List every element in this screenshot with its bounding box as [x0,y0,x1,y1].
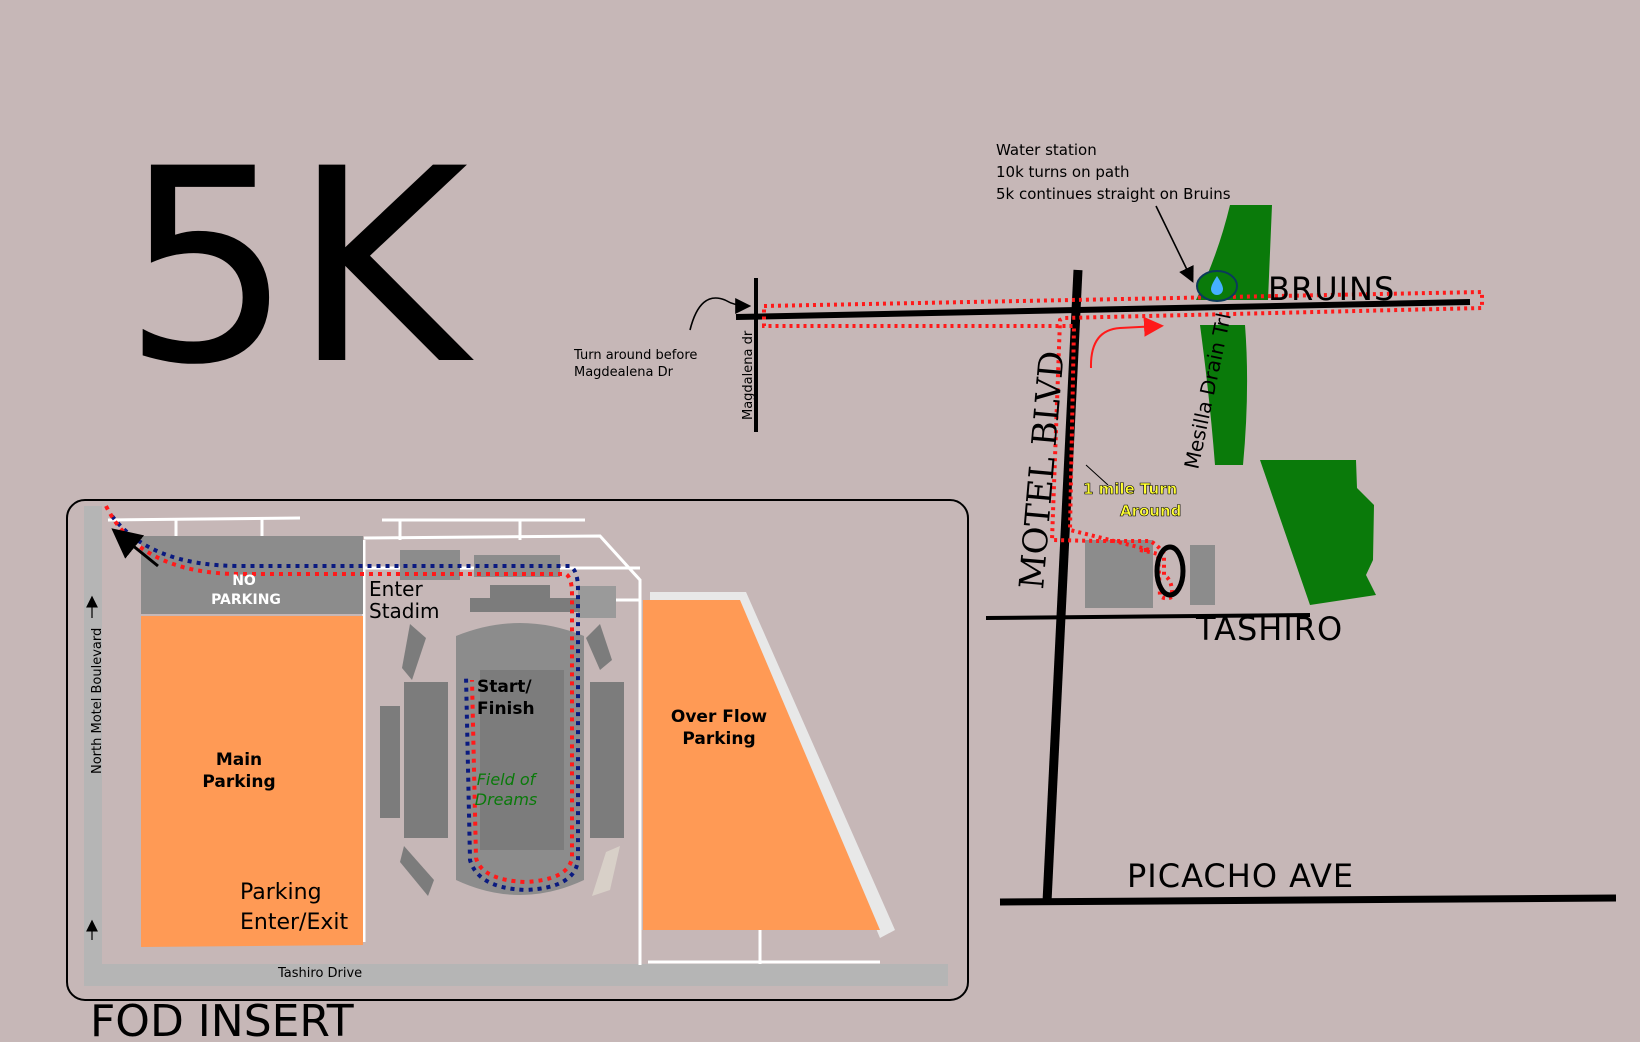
water-station-note: Water station 10k turns on path 5k conti… [996,141,1231,203]
enter-stadium-label-2: Stadim [369,599,440,623]
picacho-label: PICACHO AVE [1127,857,1354,895]
field-label-2: Dreams [475,790,537,809]
mile-callout-line [1085,464,1109,486]
overflow-parking-outline [650,592,895,938]
tashiro-drive-road [84,964,948,986]
main-parking-label-2: Parking [202,772,275,792]
magdalena-label: Magdalena dr [741,330,756,420]
svg-text:Magdealena Dr: Magdealena Dr [574,365,674,380]
parking-enter-exit-label-1: Parking [240,880,322,905]
route-5k [762,289,1484,601]
enter-stadium-label-1: Enter [369,577,423,601]
building-school-b [1190,545,1215,605]
overflow-parking-lot [643,600,880,930]
field-label-1: Field of [477,770,538,789]
arrow-icon [1089,316,1164,369]
tashiro-drive-label: Tashiro Drive [277,966,362,981]
svg-text:1 mile Turn: 1 mile Turn [1083,480,1177,498]
fod-insert: NO PARKING Enter Stadim Start/ Finish Fi… [66,499,969,1001]
motel-blvd-road [1042,269,1083,903]
insert-frame [66,499,969,1001]
bruins-label: BRUINS [1268,270,1395,308]
svg-text:Water station: Water station [996,141,1097,159]
bruins-road [735,299,1471,320]
insert-title: FOD INSERT [90,996,354,1042]
svg-text:5k continues straight on Bruin: 5k continues straight on Bruins [996,185,1231,203]
main-parking-label-1: Main [216,750,262,770]
green-area-east [1260,460,1376,605]
turnaround-oval [1154,544,1186,598]
svg-text:10k turns on path: 10k turns on path [996,163,1129,181]
north-motel-blvd-road [84,506,102,986]
start-finish-label-2: Finish [477,699,535,719]
svg-text:Turn around before: Turn around before [573,348,697,363]
route-insert-red [104,505,574,885]
green-area-middle [1200,325,1248,465]
svg-text:Around: Around [1120,502,1181,520]
overflow-parking-label-2: Parking [682,729,755,749]
water-drop-icon [1196,270,1238,302]
no-parking-label-2: PARKING [211,592,281,608]
parking-enter-exit-label-2: Enter/Exit [240,910,348,935]
race-title: 5K [122,112,477,424]
mile-turnaround-note: 1 mile Turn Around [1083,480,1182,521]
start-finish-label-1: Start/ [477,677,532,697]
no-parking-label-1: NO [232,573,256,589]
picacho-road [999,894,1617,906]
water-callout-arrow [1155,205,1194,283]
north-motel-blvd-label: North Motel Boulevard [90,628,105,774]
turnaround-callout-arrow [689,297,752,331]
arrow-icon [111,528,159,568]
main-parking-lot [141,616,363,947]
tashiro-road [985,613,1311,620]
stadium [380,550,624,896]
route-insert-blue [110,514,580,893]
overflow-parking-label-1: Over Flow [671,707,767,727]
tashiro-label: TASHIRO [1195,610,1343,648]
magdalena-turnaround-note: Turn around before Magdealena Dr [573,348,697,380]
